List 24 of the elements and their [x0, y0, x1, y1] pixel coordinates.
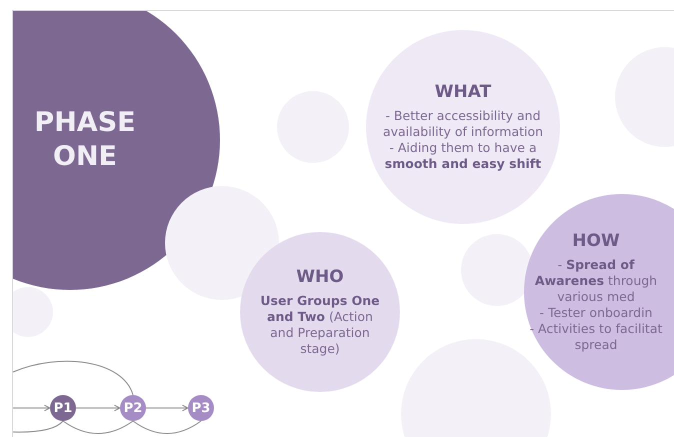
- circle-heading: WHO: [296, 267, 344, 287]
- phase-marker: [120, 395, 146, 421]
- arrow: [146, 404, 188, 412]
- circle-text: User Groups One and Two (Action and Preparation stage): [259, 293, 381, 357]
- phase-title: PHASE ONE: [33, 106, 137, 174]
- phase-marker: [188, 395, 214, 421]
- connector-line: [12, 420, 64, 433]
- decorative-circle: [13, 287, 53, 337]
- circle-heading: WHAT: [434, 82, 492, 102]
- connector-line: [12, 360, 134, 396]
- arrow: [12, 404, 50, 412]
- connector-line: [132, 420, 202, 434]
- circle-text: - Aiding them to have a smooth and easy shift: [384, 140, 542, 172]
- circle-text: - Activities to facilitat spread: [528, 321, 664, 353]
- arrow: [76, 404, 120, 412]
- phase-marker: [50, 395, 76, 421]
- circle-heading: HOW: [572, 231, 620, 251]
- phase-label: P1: [54, 400, 72, 416]
- phase-label: P3: [192, 400, 210, 416]
- circle-text: - Tester onboardin: [540, 305, 652, 321]
- circle-text: - Spread of Awarenes through various med: [534, 257, 658, 305]
- circle-text: - Better accessibility and availability of information: [382, 108, 544, 140]
- connector-line: [62, 420, 134, 434]
- phase-label: P2: [124, 400, 142, 416]
